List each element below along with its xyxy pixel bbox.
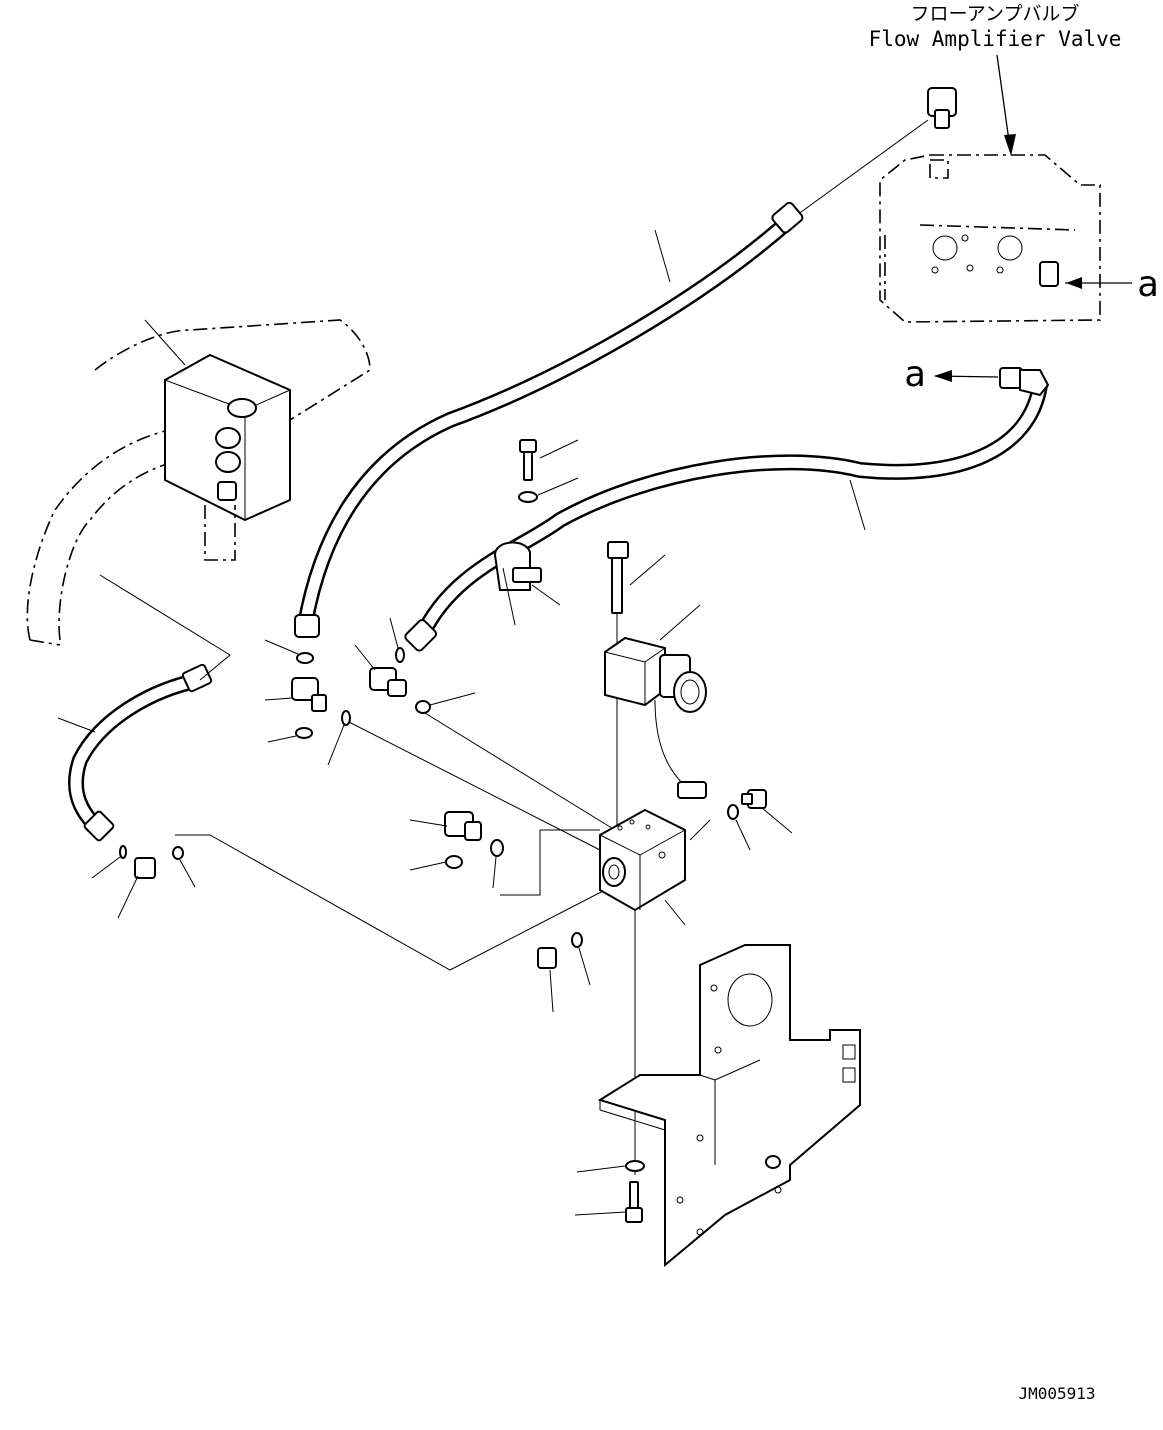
clamp-assembly — [493, 439, 579, 626]
hose-lower — [404, 367, 1050, 652]
leader-hose-lower — [849, 479, 866, 531]
fittings-lower-left — [91, 845, 196, 919]
leader-hose-upper — [654, 229, 671, 283]
mounting-bracket — [597, 944, 861, 1268]
hose-left — [68, 663, 213, 842]
guide-lines — [99, 560, 711, 1175]
flow-amplifier-label-jp: フローアンプバルブ — [911, 2, 1080, 25]
fittings-middle — [409, 811, 504, 889]
drawing-id: JM005913 — [1018, 1384, 1095, 1403]
fittings-right — [727, 789, 793, 851]
plug — [537, 932, 591, 1013]
fittings-upper — [264, 617, 476, 766]
bottom-bolt — [574, 1160, 645, 1223]
flow-amplifier-label: フローアンプバルブ Flow Amplifier Valve — [869, 2, 1122, 51]
leader-hose-left — [57, 717, 96, 733]
ref-a-hose-label: a — [904, 354, 926, 395]
hose-upper — [294, 201, 804, 638]
leader-left-block — [144, 319, 186, 366]
ref-a-top-label: a — [1137, 264, 1159, 305]
top-fitting — [789, 87, 957, 221]
flow-amplifier-arrow — [996, 54, 1016, 156]
solenoid-valve — [604, 541, 707, 799]
flow-amplifier-label-en: Flow Amplifier Valve — [869, 27, 1122, 51]
ref-a-top: a — [1065, 264, 1159, 305]
manifold-block — [599, 808, 686, 926]
flow-amplifier-valve — [879, 154, 1101, 323]
left-block — [26, 319, 371, 646]
ref-a-hose: a — [904, 354, 999, 395]
